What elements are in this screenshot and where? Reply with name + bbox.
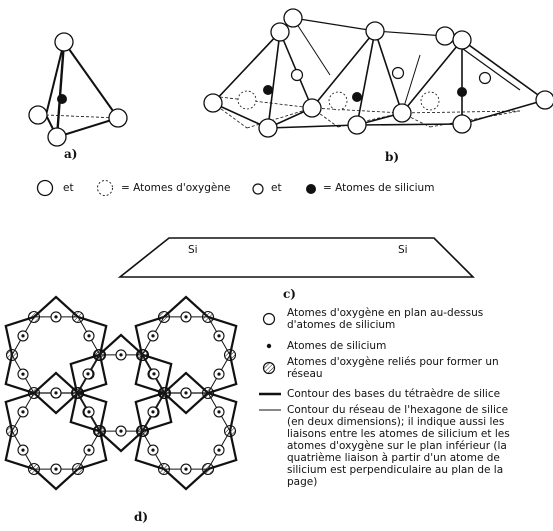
silicon-atom: [87, 334, 91, 338]
tetra-base-edge: [33, 392, 79, 415]
silicon-atom: [54, 467, 58, 471]
label-a: a): [64, 147, 78, 161]
label-b: b): [385, 150, 400, 164]
tetra-base-edge: [4, 354, 35, 395]
tetra-base-edge: [163, 468, 209, 491]
tetra-base-edge: [134, 354, 165, 395]
silicon-atom: [217, 410, 221, 414]
silicon-atom: [151, 448, 155, 452]
silicon-atom: [184, 315, 188, 319]
hatched-oxygen-atom: [135, 424, 149, 438]
hatched-oxygen-atom: [93, 424, 107, 438]
tetra-base-edge: [4, 430, 35, 471]
hatched-oxygen-atom: [27, 462, 41, 476]
tetra-base-edge: [142, 353, 173, 394]
hatched-oxygen-atom: [92, 348, 106, 362]
silicon-atom: [87, 448, 91, 452]
tetra-base-edge: [77, 315, 108, 356]
legend-et-2: et: [271, 182, 282, 194]
hatched-oxygen-atom: [136, 348, 150, 362]
silicon-atom: [21, 334, 25, 338]
tetrahedron-a: [28, 32, 128, 147]
legend-d-silicon: Atomes de silicium: [287, 340, 387, 352]
legend-oxygen-text: = Atomes d'oxygène: [121, 182, 231, 194]
silicon-atom: [217, 448, 221, 452]
silicon-atom: [21, 372, 25, 376]
tetra-base-edge: [69, 353, 100, 394]
silicon-atom: [87, 410, 91, 414]
hatched-oxygen-atom: [5, 424, 19, 438]
silicon-atom: [54, 315, 58, 319]
silicon-atom: [119, 353, 123, 357]
legend-d-thick-line: Contour des bases du tétraèdre de silice: [287, 388, 501, 400]
silicon-atom: [217, 334, 221, 338]
label-c: c): [283, 287, 296, 301]
legend-d-oxygen-network: Atomes d'oxygène reliés pour former un r…: [287, 356, 499, 380]
legend-d-thin-line: Contour du réseau de l'hexagone de silic…: [287, 404, 510, 488]
hexagon-network-d: [4, 295, 238, 491]
hatched-oxygen-atom: [157, 462, 171, 476]
silicon-atom: [184, 391, 188, 395]
silicon-atom: [86, 372, 90, 376]
tetra-base-edge: [134, 391, 165, 432]
tetra-base-edge: [134, 430, 165, 471]
hatched-oxygen-atom: [201, 310, 215, 324]
silicon-atom: [217, 372, 221, 376]
tetra-base-edge: [134, 315, 165, 356]
silicon-atom: [119, 429, 123, 433]
tetra-base-edge: [207, 354, 238, 395]
tetra-base-edge: [98, 430, 144, 453]
tetra-base-edge: [207, 430, 238, 471]
tetra-base-edge: [77, 391, 108, 432]
tetra-base-edge: [163, 392, 209, 415]
silicon-atom: [151, 334, 155, 338]
tetra-base-edge: [33, 295, 79, 318]
hatched-oxygen-atom: [201, 462, 215, 476]
hatched-oxygen-atom: [27, 386, 41, 400]
tetra-base-edge: [33, 468, 79, 491]
silicon-atom: [21, 410, 25, 414]
tetrahedra-chain-b: [203, 8, 553, 138]
silicon-atom: [54, 391, 58, 395]
tetra-base-edge: [207, 391, 238, 432]
hatched-oxygen-atom: [27, 310, 41, 324]
silicon-atom: [184, 467, 188, 471]
legend-top-symbols: [36, 179, 316, 197]
tetra-base-edge: [69, 392, 100, 433]
si-label-right: Si: [398, 244, 408, 256]
tetra-base-edge: [4, 315, 35, 356]
silicon-atom: [21, 448, 25, 452]
hatched-oxygen-atom: [157, 310, 171, 324]
hatched-oxygen-atom: [201, 386, 215, 400]
tetra-base-edge: [4, 391, 35, 432]
tetra-base-edge: [77, 430, 108, 471]
legend-d-oxygen-above: Atomes d'oxygène en plan au-dessus d'ato…: [287, 307, 484, 331]
hatched-oxygen-atom: [223, 348, 237, 362]
tetra-base-edge: [163, 371, 209, 394]
silicon-atom: [152, 372, 156, 376]
tetra-base-edge: [142, 392, 173, 433]
hatched-oxygen-atom: [70, 386, 84, 400]
tetra-base-edge: [207, 315, 238, 356]
tetra-base-edge: [163, 295, 209, 318]
si-label-left: Si: [188, 244, 198, 256]
hatched-oxygen-atom: [71, 462, 85, 476]
tetra-base-edge: [98, 333, 144, 356]
label-d: d): [134, 510, 149, 524]
hatched-oxygen-atom: [71, 310, 85, 324]
hatched-oxygen-atom: [223, 424, 237, 438]
trapezoid-c: [117, 237, 475, 278]
legend-silicon-text: = Atomes de silicium: [323, 182, 435, 194]
silicon-atom: [151, 410, 155, 414]
tetra-base-edge: [33, 371, 79, 394]
tetra-base-edge: [77, 354, 108, 395]
legend-et-1: et: [63, 182, 74, 194]
legend-d-symbols: [259, 312, 281, 411]
hatched-oxygen-atom: [158, 386, 172, 400]
hatched-oxygen-atom: [5, 348, 19, 362]
